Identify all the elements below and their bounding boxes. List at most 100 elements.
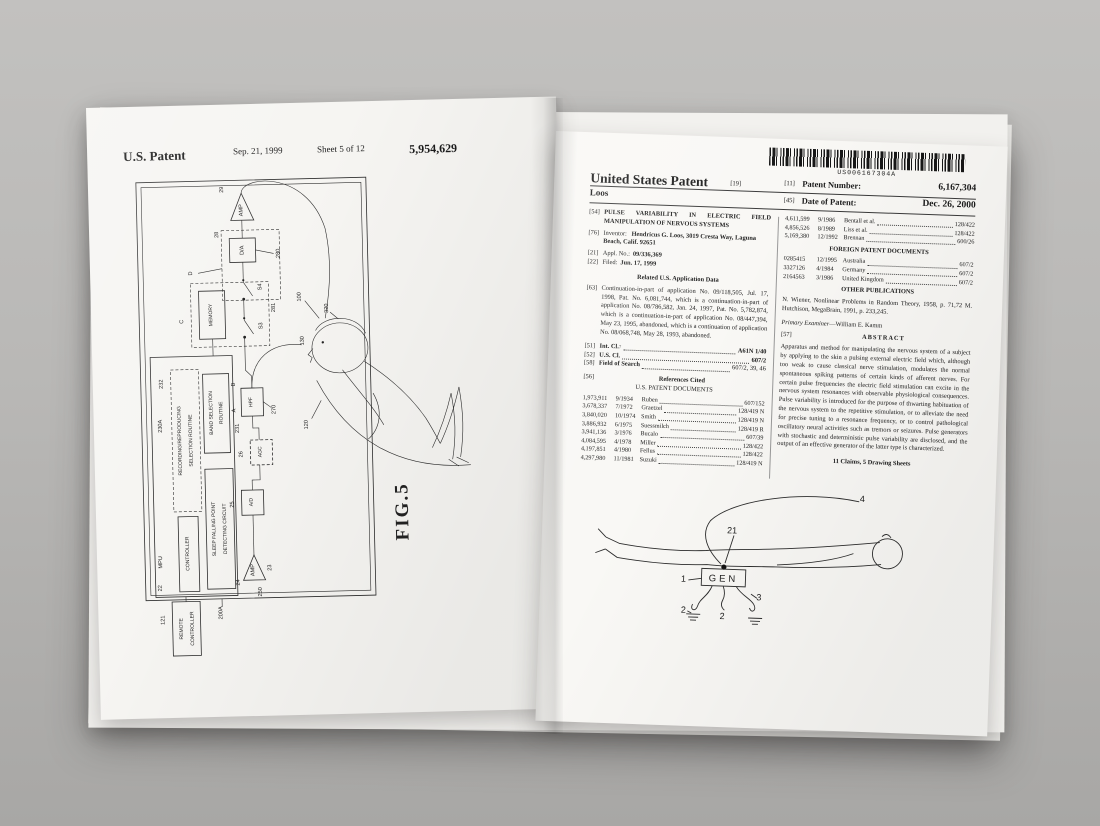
mpu-block: MPU RECORDING/REPRODUCING SELECTION ROUT… — [149, 355, 241, 598]
ref-23: 23 — [267, 564, 273, 570]
agc-label: AGC — [257, 446, 263, 457]
mpu-label: MPU — [158, 556, 164, 569]
signal-chain: HPF B A 270 AGC 26 A/D 25 AMP 24 23 250 — [230, 382, 278, 596]
ref-class: 607/2 — [958, 278, 974, 287]
int-cl-sup: 7 — [618, 344, 622, 350]
date-of-patent-label: Date of Patent: — [801, 195, 857, 208]
ref-100: 100 — [297, 292, 303, 301]
tag-11: [11] — [784, 180, 796, 188]
tag-45: [45] — [783, 196, 795, 205]
inventor-label: Inventor: — [603, 229, 628, 238]
filed-value: Jun. 17, 1999 — [620, 259, 657, 268]
issue-date: Sep. 21, 1999 — [232, 145, 283, 157]
figure-reference-numerals: 4 21 1 3 2 2 — [681, 494, 865, 621]
ref-S4: S4 — [257, 283, 263, 290]
ref-121: 121 — [160, 616, 166, 625]
primary-examiner-name: —William E. Kamm — [829, 320, 883, 330]
label-2b: 2 — [719, 611, 724, 621]
ref-date: 3/1986 — [815, 273, 834, 282]
figure-caption: FIG.5 — [391, 482, 413, 541]
generator-and-wires: GEN — [686, 496, 860, 625]
subject-figure — [595, 528, 903, 570]
hpf-label: HPF — [248, 397, 254, 407]
ref-name: Suzuki — [639, 455, 657, 464]
sleep-detect-label-1: SLEEP FALLING POINT — [211, 502, 218, 557]
memory-label: MEMORY — [208, 303, 215, 326]
tag-56: [56] — [583, 373, 595, 381]
ref-S3: S3 — [258, 322, 264, 329]
ref-120: 120 — [304, 420, 310, 429]
tag-58: [58] — [583, 359, 595, 367]
filed-label: Filed: — [602, 258, 618, 267]
tag-63: [63] — [586, 283, 598, 292]
memory-block: MEMORY C 281 S3 — [179, 281, 277, 348]
ref-230A: 230A — [158, 419, 164, 432]
patent-number-label: Patent Number: — [802, 178, 862, 191]
ref-24: 24 — [236, 579, 242, 585]
da-label: D/A — [239, 245, 245, 255]
ref-25: 25 — [230, 501, 236, 507]
remote-label-1: REMOTE — [178, 617, 185, 639]
label-3: 3 — [756, 592, 761, 602]
abstract-text: Apparatus and method for manipulating th… — [777, 343, 971, 454]
ref-date: 12/1992 — [817, 233, 838, 241]
spine-shadow — [543, 98, 563, 734]
ref-28: 28 — [214, 232, 220, 238]
recording-routine-label-2: SELECTION ROUTINE — [188, 414, 195, 467]
ref-name: Brennan — [843, 234, 865, 242]
band-selection-label-1: BAND SELECTION — [208, 391, 215, 435]
ref-280: 280 — [275, 249, 281, 258]
ref-C: C — [179, 320, 185, 324]
subject-figure: 100 320 130 120 — [297, 292, 471, 467]
ref-class: 600/26 — [957, 238, 975, 246]
claims-drawing-sheets-line: 11 Claims, 5 Drawing Sheets — [832, 458, 911, 468]
remote-controller-block: REMOTE CONTROLLER 121 200A — [160, 600, 225, 657]
patent-number-left: 5,954,629 — [408, 140, 458, 157]
ref-D: D — [188, 271, 194, 275]
primary-examiner-label: Primary Examiner — [781, 318, 830, 328]
tag-76: [76] — [588, 228, 600, 237]
ref-B: B — [231, 382, 237, 386]
sheet-count: Sheet 5 of 12 — [316, 143, 365, 155]
ref-country: United Kingdom — [841, 274, 884, 284]
front-page-figure: GEN 4 21 1 3 2 2 — [595, 494, 903, 625]
ref-22: 22 — [158, 585, 164, 591]
leader-dots — [658, 462, 735, 467]
ref-number: 5,169,380 — [784, 232, 810, 240]
tag-57: [57] — [780, 331, 792, 339]
left-page-drawing-sheet: U.S. Patent Sep. 21, 1999 Sheet 5 of 12 … — [86, 96, 571, 720]
ref-29: 29 — [219, 187, 225, 193]
patent-number-value: 6,167,304 — [938, 182, 977, 194]
left-column: [54] PULSE VARIABILITY IN ELECTRIC FIELD… — [580, 208, 772, 468]
label-2a: 2 — [681, 605, 686, 615]
us-patent-label: U.S. Patent — [123, 147, 186, 165]
ref-231: 231 — [235, 424, 241, 433]
controller-label: CONTROLLER — [184, 536, 191, 571]
kind-code-19: [19] — [730, 180, 742, 188]
inventor-surname: Loos — [589, 187, 609, 198]
recording-routine-label-1: RECORDING/REPRODUCING — [176, 406, 184, 476]
amp-bottom-label: AMP — [250, 564, 256, 577]
ref-250: 250 — [258, 587, 264, 596]
circuit-wires — [185, 180, 330, 607]
label-21: 21 — [727, 525, 737, 535]
gen-box-label: GEN — [708, 573, 738, 585]
da-converter-block: D/A 28 280 D S4 — [188, 229, 282, 302]
ref-130: 130 — [300, 336, 306, 345]
band-selection-label-2: ROUTINE — [218, 401, 225, 424]
ref-number: 2164563 — [782, 272, 805, 281]
ref-281: 281 — [271, 303, 277, 312]
amp-top-label: AMP — [238, 204, 244, 217]
enclosure-frame — [135, 176, 377, 602]
label-4: 4 — [860, 494, 865, 504]
ref-class: 128/419 N — [736, 459, 763, 468]
ref-A: A — [231, 408, 237, 412]
label-1: 1 — [681, 574, 686, 584]
figure-5-diagram: AMP 29 D/A 28 280 D S4 MEMOR — [135, 176, 471, 657]
ref-number: 4,297,980 — [580, 453, 606, 462]
remote-label-2: CONTROLLER — [189, 611, 196, 646]
ref-270: 270 — [271, 405, 277, 414]
date-of-patent-value: Dec. 26, 2000 — [922, 198, 976, 211]
